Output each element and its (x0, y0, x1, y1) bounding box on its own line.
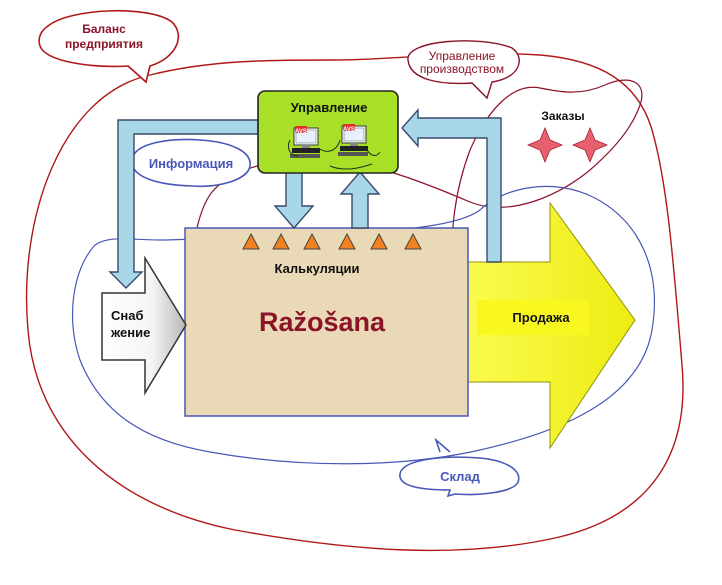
triangle-icon (242, 232, 260, 250)
production-management-label-line2: производством (420, 62, 504, 76)
warehouse-label: Склад (440, 469, 481, 484)
orders-label: Заказы (541, 109, 584, 123)
computer-badge: AVS (343, 127, 355, 133)
star-icon (526, 126, 564, 164)
balance-bubble (38, 10, 180, 84)
production-label: Ražošana (259, 307, 386, 337)
computer-badge: AVS (295, 129, 307, 135)
calculations-label: Калькуляции (275, 261, 360, 276)
sales-label: Продажа (512, 310, 570, 325)
balance-label-line2: предприятия (65, 37, 143, 51)
warehouse-bubble (399, 437, 520, 498)
production-box (184, 227, 469, 417)
star-icon (571, 126, 609, 164)
info-connector-arrow (108, 119, 259, 289)
information-bubble (131, 138, 251, 188)
information-label: Информация (149, 156, 233, 171)
balance-label-line1: Баланс (82, 22, 126, 36)
sales-label-box (477, 300, 589, 335)
triangle-icon (338, 232, 356, 250)
sales-connector-arrow (401, 108, 502, 263)
triangle-icon (272, 232, 290, 250)
triangle-icon (404, 232, 422, 250)
down-arrow (273, 171, 315, 230)
production-management-bubble (407, 40, 520, 100)
supply-arrow (101, 255, 187, 396)
management-label: Управление (291, 100, 368, 115)
supply-label-line1: Снаб (111, 308, 144, 323)
network-cable (287, 139, 381, 170)
production-management-label-line1: Управление (429, 49, 496, 63)
supply-label-line2: жение (110, 325, 150, 340)
triangle-row (242, 232, 422, 250)
triangle-icon (303, 232, 321, 250)
up-arrow (339, 170, 381, 229)
triangle-icon (370, 232, 388, 250)
